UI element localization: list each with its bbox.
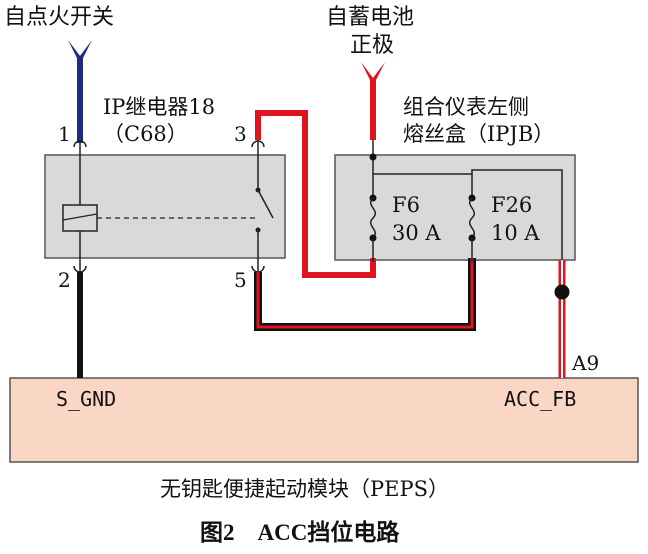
acc-fb-wire — [554, 260, 570, 378]
battery-label-line2: 正极 — [350, 33, 394, 58]
relay-name-label: IP继电器18 — [103, 95, 215, 119]
fusebox-box — [334, 154, 576, 261]
pin-2-label: 2 — [58, 268, 71, 292]
s-gnd-label: S_GND — [56, 387, 116, 411]
ignition-input-wire — [68, 40, 92, 143]
battery-input-wire — [361, 62, 385, 140]
ignition-switch-label: 自点火开关 — [4, 5, 114, 30]
splice-point — [554, 284, 570, 300]
fuse-f26-rating: 10 A — [491, 221, 540, 245]
fusebox-label-line1: 组合仪表左侧 — [403, 95, 529, 119]
acc-feedback-inner — [471, 169, 563, 262]
fuse-f6-name: F6 — [392, 193, 420, 217]
relay-coil — [62, 204, 98, 232]
pin-3-to-f6-wire — [255, 110, 376, 278]
fuse-f6 — [369, 140, 377, 262]
pin-3-connector — [251, 140, 265, 155]
pin-2-connector — [73, 258, 87, 273]
pin-3-label: 3 — [234, 122, 247, 146]
pin-1-connector — [73, 140, 87, 155]
pin-5-label: 5 — [234, 268, 247, 292]
connector-a9-label: A9 — [571, 351, 599, 375]
figure-caption: 图2 ACC挡位电路 — [200, 519, 400, 545]
relay-code-label: （C68） — [103, 122, 188, 146]
pin-5-connector — [251, 258, 265, 273]
pin-1-label: 1 — [58, 122, 71, 146]
battery-label-line1: 自蓄电池 — [326, 5, 414, 30]
relay-switch-circuit — [255, 155, 274, 258]
peps-module-box — [9, 377, 639, 463]
acc-fb-label: ACC_FB — [504, 387, 576, 411]
fuse-f26-name: F26 — [491, 193, 532, 217]
fusebox-label-line2: 熔丝盒（IPJB） — [403, 122, 554, 146]
pin-5-to-f26-wire — [254, 258, 476, 331]
fuse-f26 — [373, 173, 476, 262]
relay-coil-circuit — [62, 155, 255, 258]
module-name-label: 无钥匙便捷起动模块（PEPS） — [160, 477, 449, 501]
fuse-f6-rating: 30 A — [392, 221, 441, 245]
